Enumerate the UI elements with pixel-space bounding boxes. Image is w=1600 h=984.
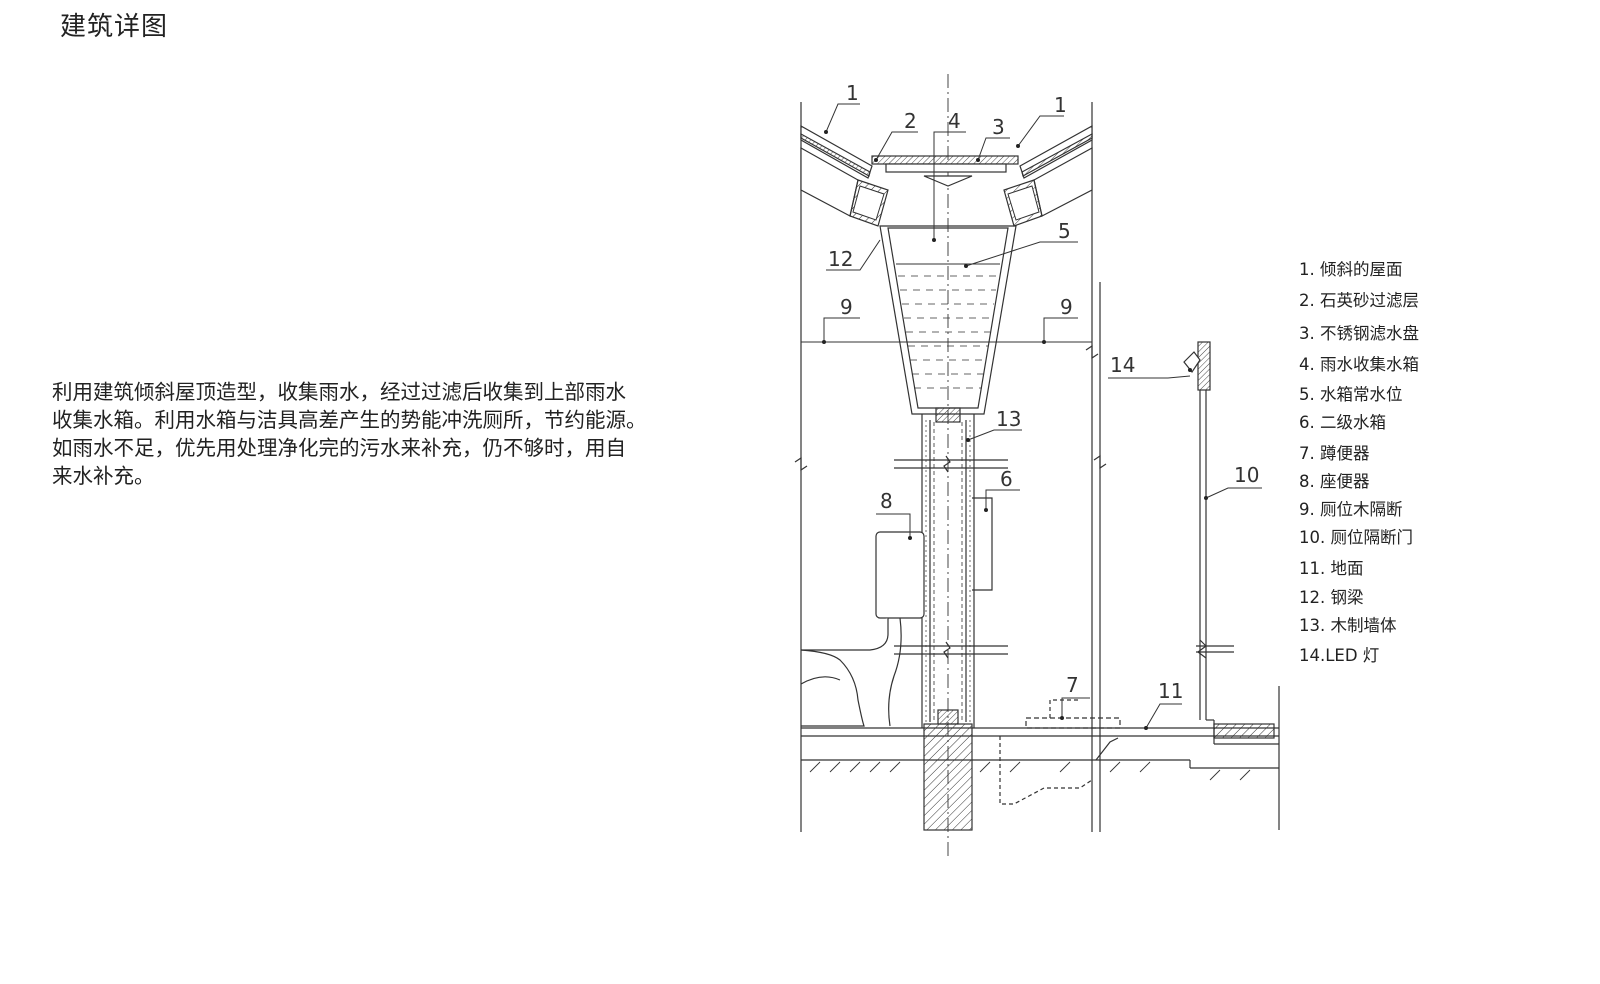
- callout-2: 2: [904, 109, 917, 133]
- legend-item: 9. 厕位木隔断: [1299, 500, 1403, 519]
- description-line: 利用建筑倾斜屋顶造型，收集雨水，经过过滤后收集到上部雨水: [52, 380, 626, 404]
- legend-item: 1. 倾斜的屋面: [1299, 260, 1403, 279]
- legend-item: 10. 厕位隔断门: [1299, 528, 1413, 547]
- callout-11: 11: [1158, 679, 1183, 703]
- roof-left: [800, 124, 889, 227]
- legend-item: 6. 二级水箱: [1299, 413, 1386, 432]
- callout-9-left: 9: [840, 295, 853, 319]
- legend-item: 3. 不锈钢滤水盘: [1299, 324, 1419, 343]
- callout-9-right: 9: [1060, 295, 1073, 319]
- callout-8: 8: [880, 489, 893, 513]
- description-line: 如雨水不足，优先用处理净化完的污水来补充，仍不够时，用自: [52, 436, 626, 460]
- callout-14: 14: [1110, 353, 1135, 377]
- callout-12: 12: [828, 247, 853, 271]
- callout-6: 6: [1000, 467, 1013, 491]
- description-line: 收集水箱。利用水箱与洁具高差产生的势能冲洗厕所，节约能源。: [52, 408, 647, 432]
- rainwater-tank: [879, 225, 1017, 415]
- legend-item: 8. 座便器: [1299, 472, 1370, 491]
- legend-item: 12. 钢梁: [1299, 588, 1364, 607]
- callout-13: 13: [996, 407, 1021, 431]
- legend-item: 13. 木制墙体: [1299, 616, 1397, 635]
- callout-3: 3: [992, 115, 1005, 139]
- legend-item: 7. 蹲便器: [1299, 444, 1370, 463]
- callout-5: 5: [1058, 219, 1071, 243]
- legend-item: 5. 水箱常水位: [1299, 385, 1403, 404]
- callout-4: 4: [948, 109, 961, 133]
- callout-1-left: 1: [846, 81, 859, 105]
- legend-item: 11. 地面: [1299, 559, 1364, 578]
- roof-right: [1003, 124, 1093, 227]
- legend-item: 2. 石英砂过滤层: [1299, 291, 1419, 310]
- callout-10: 10: [1234, 463, 1259, 487]
- description: 利用建筑倾斜屋顶造型，收集雨水，经过过滤后收集到上部雨水 收集水箱。利用水箱与洁…: [52, 378, 752, 490]
- callout-7: 7: [1066, 673, 1079, 697]
- description-line: 来水补充。: [52, 464, 155, 488]
- page-title: 建筑详图: [60, 12, 169, 42]
- legend-item: 14.LED 灯: [1299, 646, 1380, 665]
- filter-tray: [871, 155, 1019, 187]
- toilet: [800, 531, 925, 727]
- floor-slab: [801, 699, 1279, 831]
- partition-door: [1183, 341, 1234, 720]
- legend-item: 4. 雨水收集水箱: [1299, 355, 1419, 374]
- callout-1-right: 1: [1054, 93, 1067, 117]
- secondary-tank-pipe: [894, 407, 1008, 728]
